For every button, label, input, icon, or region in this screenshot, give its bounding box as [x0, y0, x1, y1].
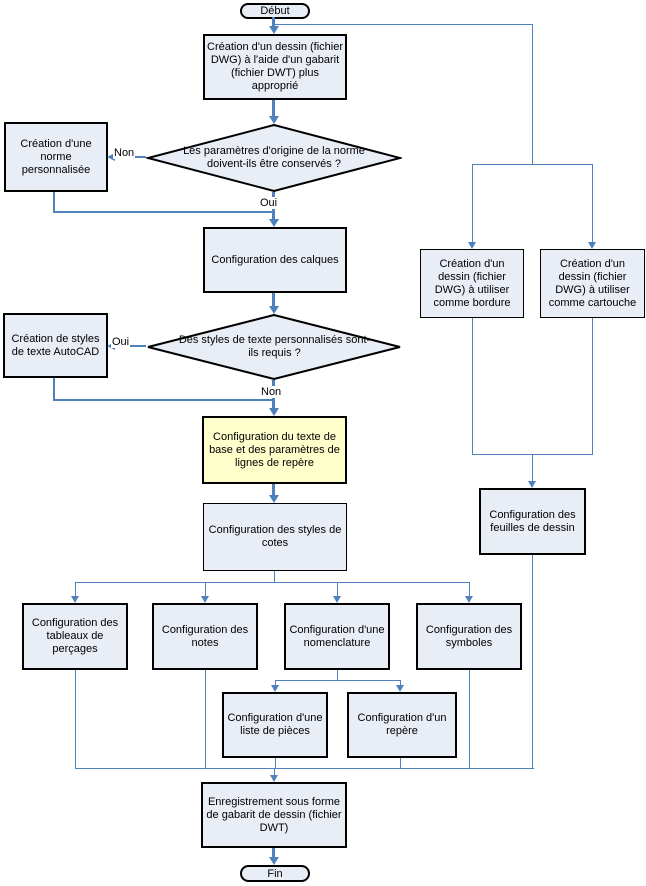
process-parts-list-config: Configuration d'une liste de pièces [222, 692, 328, 758]
arrowhead-down-icon [71, 596, 79, 603]
process-create-drawing: Création d'un dessin (fichier DWG) à l'a… [203, 34, 347, 100]
connector-line [274, 24, 532, 25]
process-layers-config: Configuration des calques [203, 227, 347, 293]
connector-line [400, 680, 401, 685]
arrowhead-down-icon [269, 219, 279, 227]
connector-line [75, 768, 534, 769]
connector-line [275, 758, 276, 768]
process-save-template: Enregistrement sous forme de gabarit de … [201, 782, 347, 848]
process-text-styles: Création de styles de texte AutoCAD [3, 313, 108, 378]
start-terminator: Début [240, 3, 310, 19]
decision-keep-standard-label: Les paramètres d'origine de la norme doi… [183, 145, 365, 170]
connector-line [469, 582, 470, 596]
edge-label-non: Non [260, 386, 283, 398]
connector-line [75, 582, 76, 596]
connector-line [274, 768, 275, 775]
arrowhead-down-icon [269, 26, 279, 34]
process-border-drawing: Création d'un dessin (fichier DWG) à uti… [420, 249, 524, 318]
process-custom-standard: Création d'une norme personnalisée [4, 122, 108, 192]
arrowhead-down-icon [269, 408, 279, 416]
process-dim-styles-config: Configuration des styles de cotes [203, 503, 347, 571]
connector-line [592, 318, 593, 454]
end-terminator: Fin [240, 865, 310, 882]
connector-line [472, 164, 593, 165]
connector-line [75, 670, 76, 768]
arrowhead-down-icon [396, 685, 404, 692]
process-symbols-config: Configuration des symboles [416, 603, 522, 670]
arrowhead-down-icon [269, 116, 279, 124]
decision-need-text-styles-label: Des styles de texte personnalisés sont-i… [178, 334, 371, 359]
edge-label-oui: Oui [259, 197, 279, 209]
process-bom-config: Configuration d'une nomenclature [284, 603, 390, 670]
connector-line [272, 100, 275, 117]
connector-line [469, 670, 470, 768]
connector-line [532, 555, 533, 768]
connector-line [53, 378, 55, 401]
process-base-text-config: Configuration du texte de base et des pa… [202, 416, 347, 484]
connector-line [275, 680, 401, 681]
edge-label-non: Non [113, 147, 136, 159]
connector-line [337, 670, 338, 680]
connector-line [75, 582, 470, 583]
connector-line [532, 454, 533, 481]
arrowhead-down-icon [333, 596, 341, 603]
connector-line [272, 848, 275, 858]
connector-line [592, 164, 593, 242]
arrowhead-down-icon [468, 242, 476, 249]
connector-line [53, 211, 274, 213]
connector-line [274, 571, 275, 582]
arrowhead-down-icon [269, 306, 279, 314]
connector-line [337, 582, 338, 596]
connector-line [53, 399, 274, 401]
connector-line [275, 680, 276, 685]
process-hole-tables-config: Configuration des tableaux de perçages [22, 603, 128, 670]
connector-line [272, 293, 275, 307]
arrowhead-down-icon [269, 857, 279, 865]
arrowhead-down-icon [269, 495, 279, 503]
arrowhead-down-icon [528, 481, 536, 488]
arrowhead-left-icon [107, 153, 115, 161]
connector-line [472, 318, 473, 454]
connector-line [53, 192, 55, 213]
connector-line [400, 758, 401, 768]
arrowhead-down-icon [270, 775, 278, 782]
connector-line [472, 164, 473, 242]
arrowhead-down-icon [465, 596, 473, 603]
process-sheets-config: Configuration des feuilles de dessin [479, 488, 586, 555]
decision-keep-standard-shape [146, 124, 402, 192]
arrowhead-down-icon [271, 685, 279, 692]
arrowhead-down-icon [201, 596, 209, 603]
decision-need-text-styles-shape [147, 314, 401, 380]
arrowhead-down-icon [588, 242, 596, 249]
connector-line [205, 582, 206, 596]
edge-label-oui: Oui [111, 336, 131, 348]
connector-line [205, 670, 206, 768]
connector-line [532, 24, 533, 164]
connector-line [272, 484, 275, 496]
process-titleblock-drawing: Création d'un dessin (fichier DWG) à uti… [540, 249, 645, 318]
process-notes-config: Configuration des notes [152, 603, 258, 670]
connector-line [272, 17, 275, 27]
process-balloon-config: Configuration d'un repère [347, 692, 457, 758]
